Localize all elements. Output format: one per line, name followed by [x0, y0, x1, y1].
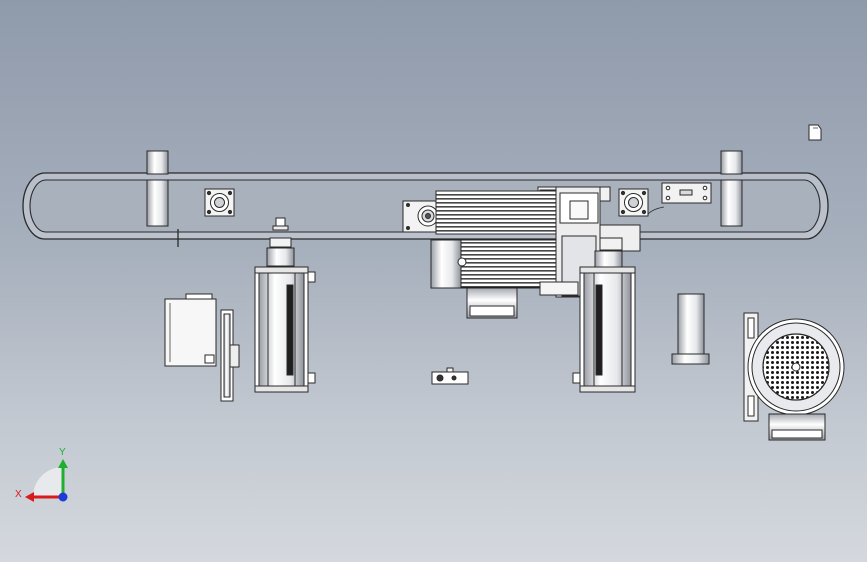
mounting-plate — [647, 182, 712, 215]
y-axis-head — [58, 459, 68, 468]
x-axis-head — [25, 492, 34, 502]
x-axis-label: X — [15, 489, 22, 500]
sprocket — [220, 309, 240, 402]
support-bracket-left — [146, 150, 179, 247]
junction-box — [164, 293, 217, 367]
pin-right — [599, 237, 623, 251]
bearing-flange-left — [204, 188, 235, 217]
coordinate-triad: Y X — [15, 447, 68, 502]
bushing-sleeve — [671, 293, 710, 365]
small-bracket-tag — [808, 124, 822, 141]
bearing-block-right — [572, 250, 636, 393]
bearing-block-left — [254, 247, 316, 393]
y-axis-label: Y — [59, 447, 66, 458]
support-bracket-right — [720, 150, 743, 227]
coupling — [431, 367, 469, 385]
fan-motor-end-view — [743, 312, 845, 441]
z-axis-dot — [58, 492, 68, 502]
bearing-flange-right — [618, 188, 649, 217]
pin-left — [269, 217, 292, 248]
